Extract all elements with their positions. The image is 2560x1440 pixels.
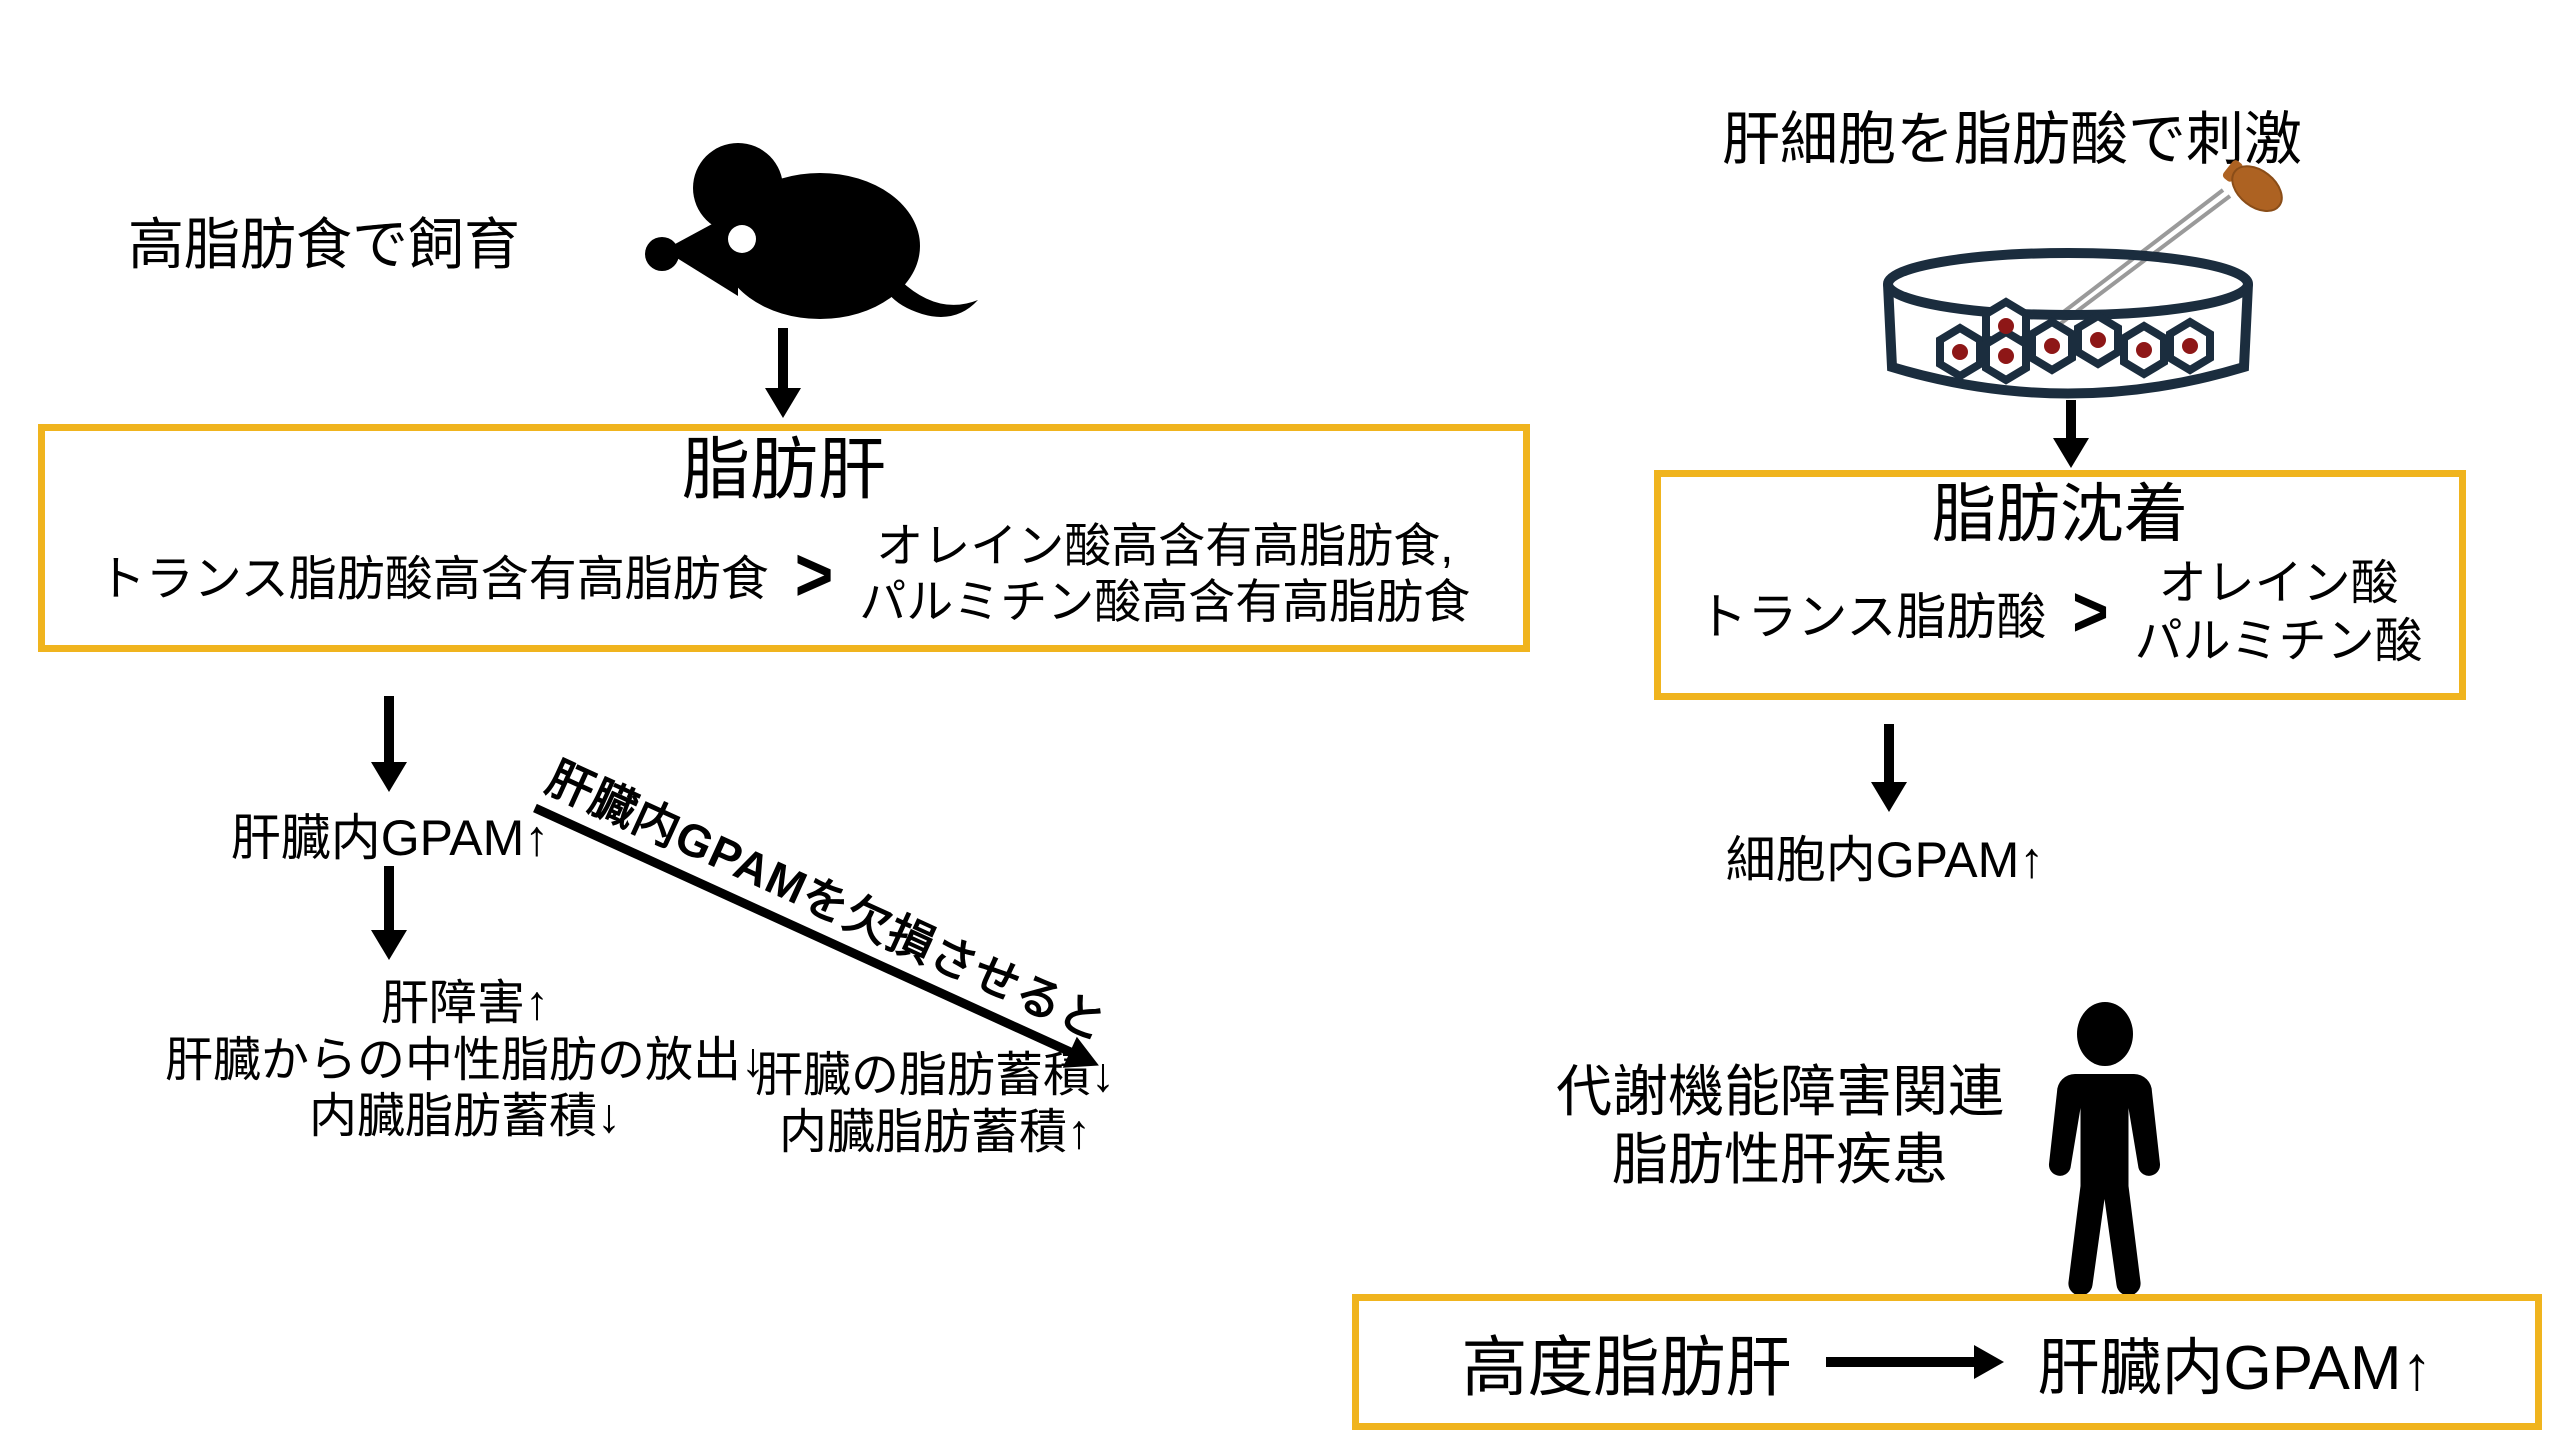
knockout-outcome-liver-fat: 肝臓の脂肪蓄積↓ <box>754 1049 1115 1102</box>
knockout-outcome-visceral-fat: 内臓脂肪蓄積↑ <box>778 1105 1091 1159</box>
palmitic-acid-line: パルミチン酸 <box>2134 614 2423 668</box>
high-fat-diet-label: 高脂肪食で飼育 <box>128 213 520 276</box>
trans-fat-label: トランス脂肪酸 <box>1697 588 2047 645</box>
masld-label-line1: 代謝機能障害関連 <box>1556 1060 2004 1123</box>
hepatocyte-stimulation-label: 肝細胞を脂肪酸で刺激 <box>1722 107 2303 172</box>
severe-fatty-liver-label: 高度脂肪肝 <box>1461 1330 1792 1404</box>
right-arrow-icon <box>1825 1357 1976 1367</box>
hepatic-gpam-up-label: 肝臓内GPAM↑ <box>230 810 550 866</box>
palmitic-diet-line: パルミチン酸高含有高脂肪食 <box>859 575 1471 629</box>
cellular-gpam-up-label: 細胞内GPAM↑ <box>1725 832 2045 888</box>
person-icon <box>2048 1002 2161 1295</box>
oleic-acid-line: オレイン酸 <box>2158 557 2399 611</box>
mouse-icon <box>645 143 978 319</box>
greater-than-symbol: > <box>794 531 834 617</box>
down-arrow-icon <box>384 866 394 932</box>
down-arrow-icon <box>1884 724 1894 784</box>
outcome-tg-release: 肝臓からの中性脂肪の放出↓ <box>164 1033 765 1087</box>
oleic-diet-line: オレイン酸高含有高脂肪食, <box>876 518 1454 572</box>
knockout-outcomes-list: 肝臓の脂肪蓄積↓ 内臓脂肪蓄積↑ <box>690 1048 1180 1161</box>
outcome-visceral-fat: 内臓脂肪蓄積↓ <box>308 1090 621 1144</box>
down-arrow-icon <box>2066 400 2076 440</box>
dropper-icon <box>2051 160 2283 326</box>
fatty-liver-box: 脂肪肝 トランス脂肪酸高含有高脂肪食 > オレイン酸高含有高脂肪食, パルミチン… <box>38 424 1530 652</box>
outcome-liver-injury: 肝障害↑ <box>380 977 549 1030</box>
greater-than-symbol: > <box>2072 572 2109 653</box>
hepatic-gpam-up-result-label: 肝臓内GPAM↑ <box>2037 1334 2433 1403</box>
down-arrow-icon <box>778 328 788 390</box>
trans-fat-diet-label: トランス脂肪酸高含有高脂肪食 <box>97 553 769 607</box>
cell-nuclei <box>1952 318 2198 364</box>
down-arrow-icon <box>384 696 394 764</box>
masld-label-line2: 脂肪性肝疾患 <box>1612 1128 1948 1192</box>
masld-label: 代謝機能障害関連 脂肪性肝疾患 <box>1440 1058 2120 1195</box>
fatty-liver-title: 脂肪肝 <box>681 432 886 508</box>
other-diets-label: オレイン酸高含有高脂肪食, パルミチン酸高含有高脂肪食 <box>859 518 1470 631</box>
fat-deposition-box: 脂肪沈着 トランス脂肪酸 > オレイン酸 パルミチン酸 <box>1654 470 2466 700</box>
fat-deposition-title: 脂肪沈着 <box>1932 478 2188 550</box>
hepatic-outcomes-list: 肝障害↑ 肝臓からの中性脂肪の放出↓ 内臓脂肪蓄積↓ <box>30 976 900 1146</box>
other-acids-label: オレイン酸 パルミチン酸 <box>2135 555 2423 670</box>
petri-dish-icon <box>1883 160 2283 399</box>
severe-fatty-liver-box: 高度脂肪肝 肝臓内GPAM↑ <box>1352 1294 2542 1430</box>
